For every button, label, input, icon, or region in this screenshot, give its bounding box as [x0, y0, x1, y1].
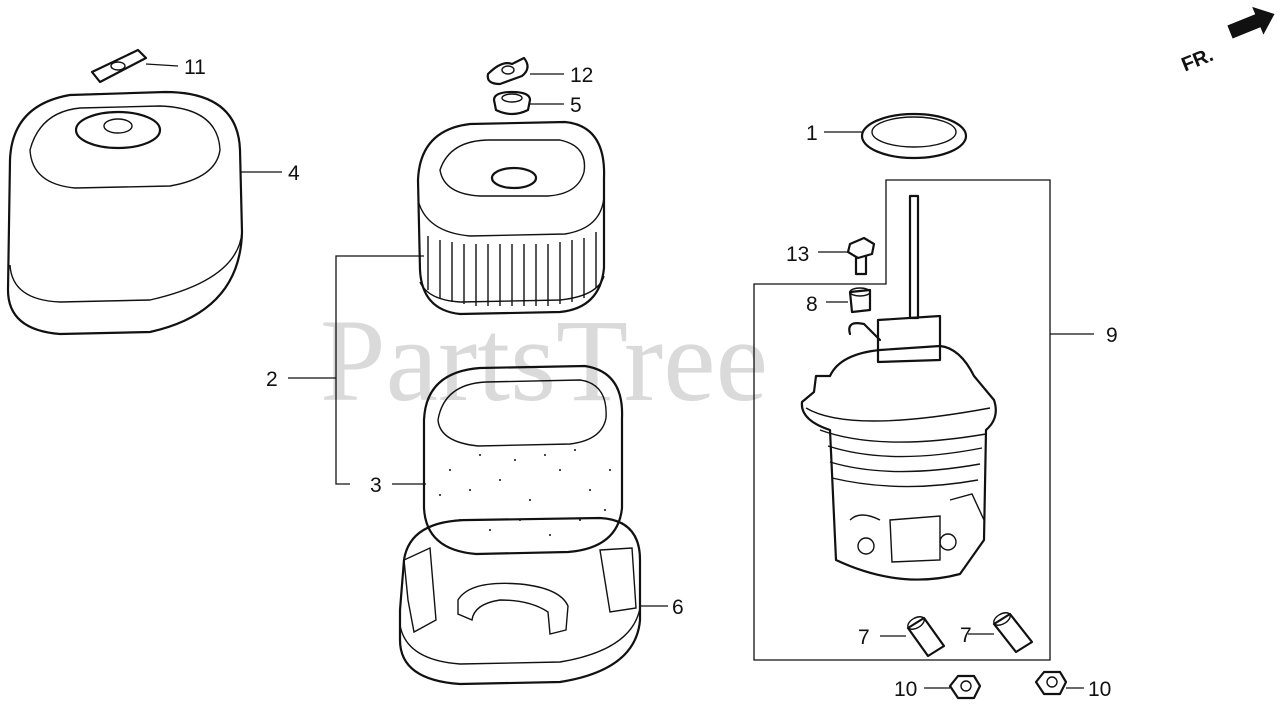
callout-10-left: 10: [894, 678, 917, 701]
callout-7-right: 7: [960, 624, 972, 647]
callout-9: 9: [1106, 324, 1118, 347]
part-7-pipe-right[interactable]: [992, 610, 1034, 654]
callout-5: 5: [570, 94, 582, 117]
part-6-air-cleaner-base[interactable]: [398, 516, 642, 686]
callout-3: 3: [370, 474, 382, 497]
callout-7-left: 7: [858, 626, 870, 649]
part-7-pipe-left[interactable]: [906, 614, 946, 658]
front-direction-arrow-icon: [1227, 6, 1275, 39]
callout-12: 12: [570, 64, 593, 87]
leader-line-11: [145, 63, 179, 67]
callout-11: 11: [184, 56, 206, 79]
part-12-wing-nut[interactable]: [486, 56, 529, 86]
callout-6: 6: [672, 596, 684, 619]
part-1-gasket-ring[interactable]: [860, 112, 968, 160]
part-8-collar[interactable]: [848, 287, 872, 314]
callout-10-right: 10: [1088, 678, 1111, 701]
front-direction-label: FR.: [1178, 44, 1216, 76]
part-4-air-cleaner-cover[interactable]: [6, 90, 244, 336]
part-2-paper-filter-element[interactable]: [416, 120, 606, 316]
callout-1: 1: [806, 122, 818, 145]
callout-2: 2: [266, 368, 278, 391]
part-10-flange-nut-right[interactable]: [1034, 670, 1068, 696]
callout-13: 13: [786, 243, 809, 266]
part-9-air-cleaner-case[interactable]: [800, 194, 997, 581]
part-13-flange-bolt[interactable]: [846, 236, 876, 276]
watermark-text: PartsTree: [320, 295, 768, 426]
assembly-box-9: [753, 179, 1051, 661]
part-3-foam-prefilter[interactable]: [422, 364, 624, 556]
callout-4: 4: [288, 162, 300, 185]
part-5-grommet[interactable]: [492, 90, 532, 116]
callout-8: 8: [806, 293, 818, 316]
bracket-line-2-3: [335, 255, 424, 485]
part-11-wing-nut[interactable]: [90, 48, 148, 84]
part-10-flange-nut-left[interactable]: [948, 674, 982, 700]
